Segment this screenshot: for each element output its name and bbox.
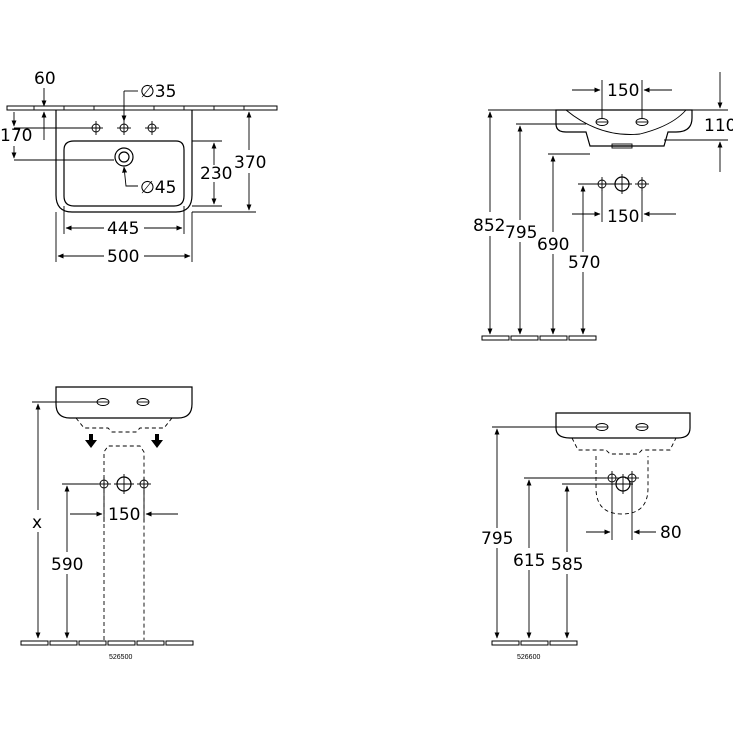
- tap-hole-icon: [136, 398, 150, 406]
- wall-mounted-view: 150 110 150 852 795: [473, 72, 733, 341]
- basin-front-outline: [555, 109, 693, 147]
- basin-outline: [55, 110, 193, 213]
- dim-110: 110: [704, 116, 733, 136]
- plan-view: 60 ∅35 170 230 370 ∅45 445: [0, 69, 278, 267]
- semi-pedestal-view: 80 795 615 585 526600: [481, 412, 691, 661]
- dim-230: 230: [200, 164, 232, 184]
- pedestal-view: 150 x 590 526500: [20, 386, 194, 661]
- dim-45: ∅45: [140, 178, 176, 198]
- waste-outlet-icon: [612, 174, 632, 194]
- tap-hole-icon: [116, 120, 132, 136]
- semi-pedestal-outline: [595, 456, 649, 515]
- arrow-down-icon: [151, 434, 163, 448]
- tap-hole-icon: [96, 398, 110, 406]
- dim-615: 615: [513, 551, 545, 571]
- waste-outlet-icon: [114, 147, 134, 167]
- arrow-down-icon: [85, 434, 97, 448]
- dim-150-mid: 150: [607, 207, 639, 227]
- dim-570: 570: [568, 253, 600, 273]
- tap-hole-icon: [96, 476, 112, 492]
- dim-795: 795: [505, 223, 537, 243]
- dim-170: 170: [0, 126, 32, 146]
- basin-front-outline: [555, 412, 691, 439]
- basin-bowl: [63, 140, 185, 207]
- basin-front-outline: [55, 386, 193, 419]
- tap-hole-icon: [635, 118, 649, 126]
- tap-hole-icon: [624, 470, 640, 486]
- waste-outlet-icon: [114, 474, 134, 494]
- dim-795: 795: [481, 529, 513, 549]
- dim-370: 370: [234, 153, 266, 173]
- product-code: 526500: [109, 654, 132, 661]
- tap-hole-icon: [595, 423, 609, 431]
- tap-hole-icon: [604, 470, 620, 486]
- tap-hole-icon: [595, 118, 609, 126]
- tap-hole-icon: [144, 120, 160, 136]
- product-code: 526600: [517, 654, 540, 661]
- dim-x: x: [32, 513, 42, 533]
- wall-line: [6, 105, 278, 111]
- tap-hole-icon: [635, 423, 649, 431]
- tap-hole-icon: [136, 476, 152, 492]
- dim-690: 690: [537, 235, 569, 255]
- dim-80: 80: [660, 523, 682, 543]
- dim-150: 150: [108, 505, 140, 525]
- floor-line: [481, 335, 597, 341]
- floor-line: [20, 640, 194, 646]
- dim-590: 590: [51, 555, 83, 575]
- tap-hole-icon: [634, 176, 650, 192]
- dim-852: 852: [473, 216, 505, 236]
- floor-line: [491, 640, 578, 646]
- dim-500: 500: [107, 247, 139, 267]
- dim-585: 585: [551, 555, 583, 575]
- dim-35: ∅35: [140, 82, 176, 102]
- dim-445: 445: [107, 219, 139, 239]
- dim-150-top: 150: [607, 81, 639, 101]
- dim-60: 60: [34, 69, 56, 89]
